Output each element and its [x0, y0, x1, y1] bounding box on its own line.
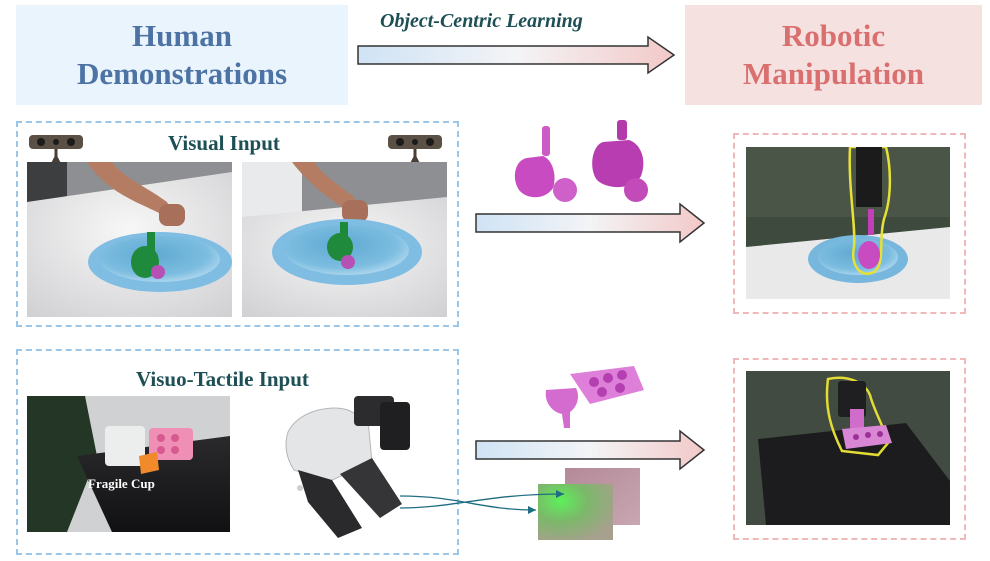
demo-photo-2 [242, 162, 447, 317]
human-title-line2: Demonstrations [76, 56, 288, 91]
tactile-gripper-image [285, 396, 410, 538]
tactile-flow-arrow [475, 429, 706, 471]
tactile-sensor-images [399, 468, 640, 540]
main-flow-arrow [357, 35, 676, 75]
demo-photo-1 [27, 162, 232, 317]
robot-result-tactile-panel [733, 358, 966, 540]
robot-result-visual-panel [733, 133, 966, 314]
object-centric-learning-label: Object-Centric Learning [380, 10, 583, 32]
visuo-tactile-input-panel [16, 349, 459, 555]
robot-title-line1: Robotic [781, 18, 886, 53]
robot-result-photo-2 [746, 371, 950, 525]
visual-input-title: Visual Input [168, 131, 280, 155]
visuo-tactile-input-title: Visuo-Tactile Input [136, 367, 309, 391]
segmented-objects-visual [514, 120, 648, 202]
fragile-cup-caption: Fragile Cup [88, 476, 155, 491]
robotic-manipulation-box: Robotic Manipulation [685, 5, 982, 105]
visual-input-panel [16, 121, 459, 327]
visual-flow-arrow [475, 202, 706, 244]
segmented-objects-tactile [545, 366, 644, 428]
robot-result-photo-1 [746, 147, 950, 299]
tactile-demo-photo [27, 396, 230, 532]
human-demonstrations-box: Human Demonstrations [16, 5, 348, 105]
human-title-line1: Human [132, 18, 232, 53]
robot-title-line2: Manipulation [743, 56, 924, 91]
